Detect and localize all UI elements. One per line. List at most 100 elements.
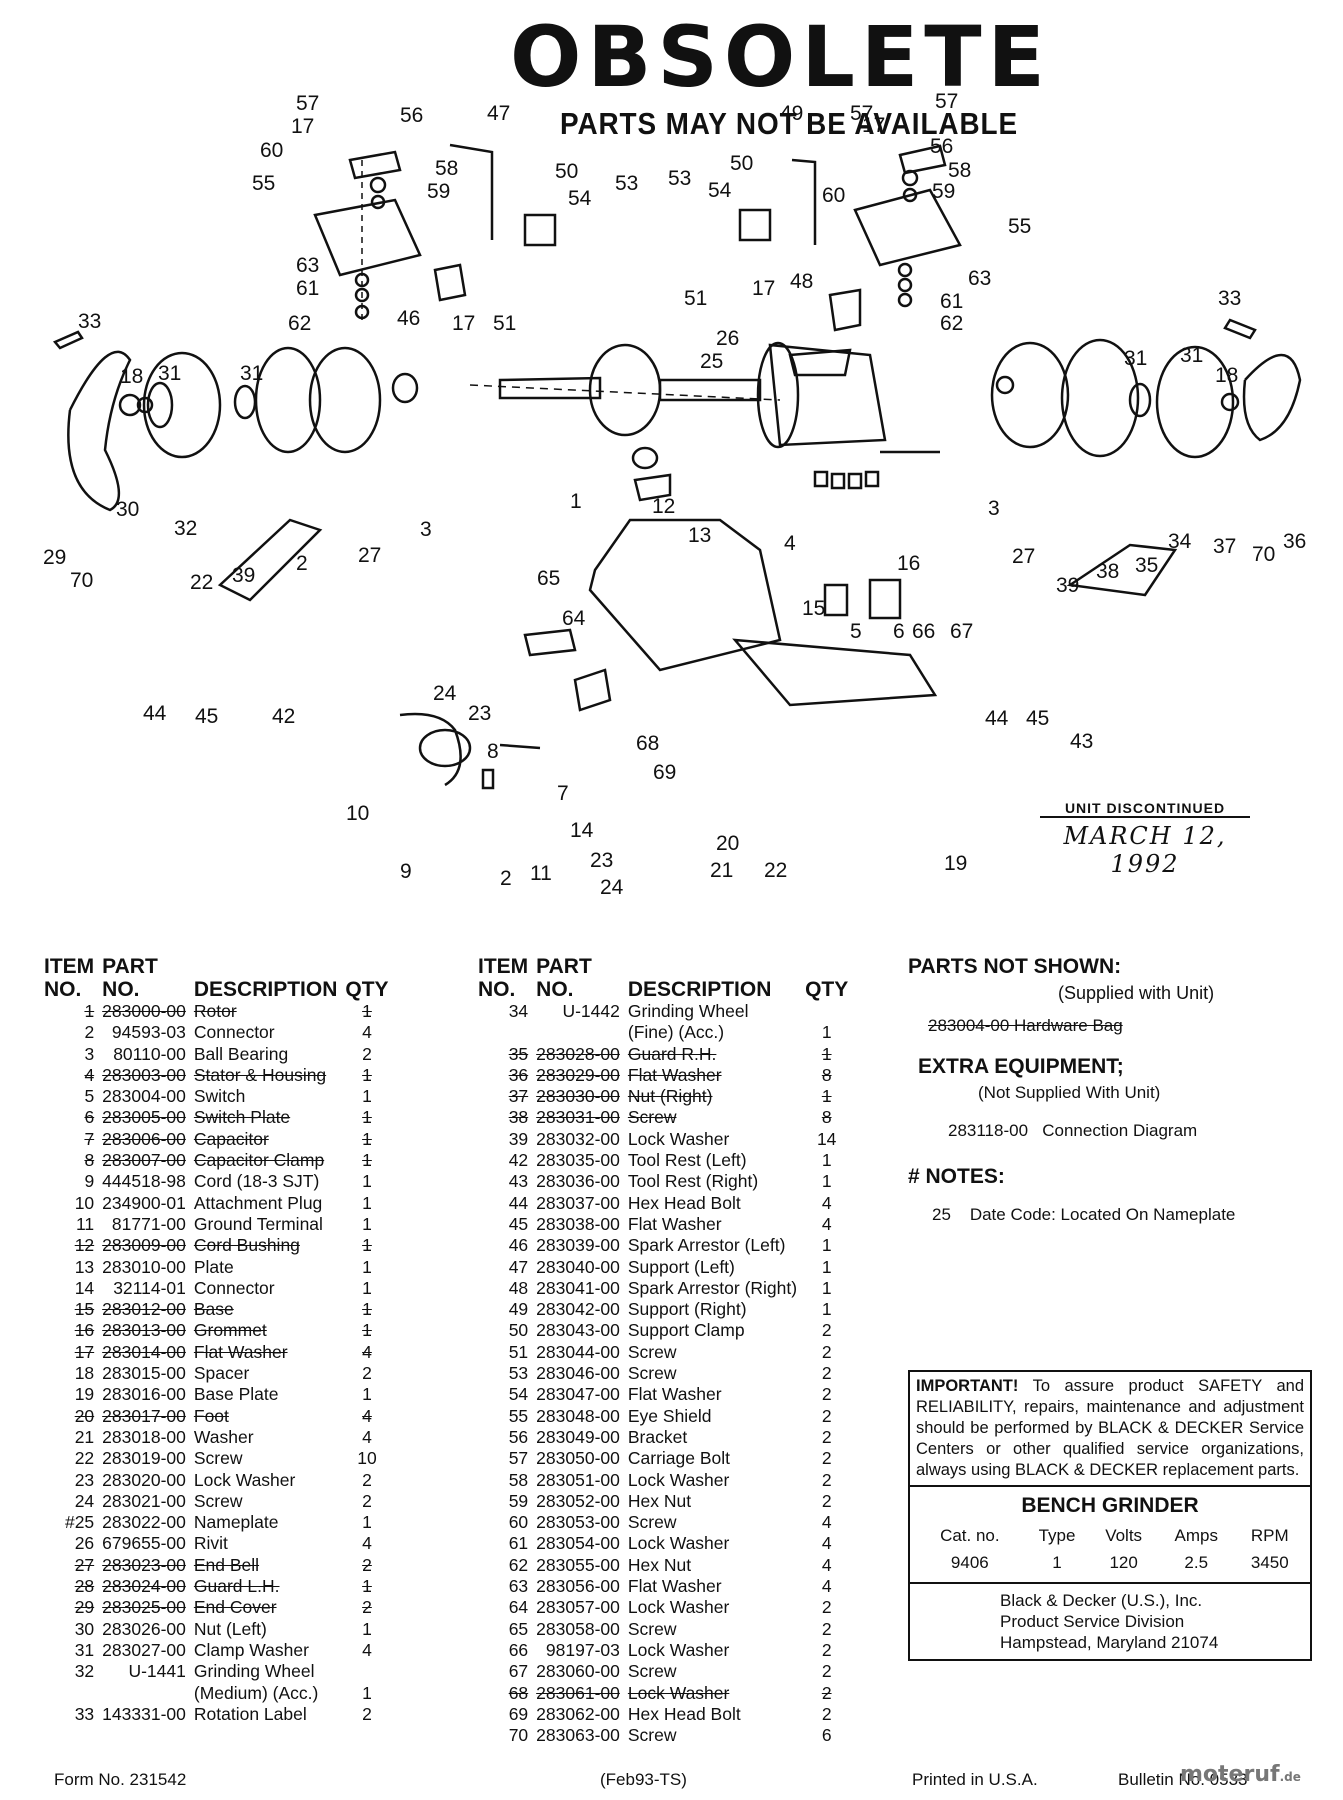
callout-label: 60 [260, 139, 283, 162]
item-number: 34 [508, 1001, 529, 1021]
callout-label: 39 [1056, 574, 1079, 597]
part-description: End Cover [193, 1597, 277, 1618]
part-number: 283024-00 [102, 1576, 186, 1597]
part-description: Hex Head Bolt [627, 1703, 741, 1724]
part-description: Plate [193, 1256, 234, 1277]
callout-label: 45 [195, 705, 218, 728]
part-number [532, 1022, 624, 1043]
part-description: Support Clamp [627, 1320, 745, 1341]
part-number: 283035-00 [536, 1150, 620, 1171]
part-header: PART [536, 955, 592, 978]
bracket-right [898, 144, 947, 175]
part-number: 234900-01 [102, 1192, 186, 1213]
part-qty: 10 [357, 1448, 377, 1469]
support-right [791, 158, 817, 245]
parts-not-shown-title: PARTS NOT SHOWN: [908, 955, 1122, 978]
part-number: 283026-00 [102, 1618, 186, 1639]
part-qty: 4 [821, 1533, 832, 1554]
watermark-text: moteruf [1180, 1762, 1280, 1787]
callout-label: 68 [636, 732, 659, 755]
callout-label: 17 [291, 115, 314, 138]
item-number: #25 [64, 1512, 95, 1533]
note-number: 25 [932, 1205, 951, 1224]
part-number: 283038-00 [536, 1213, 620, 1234]
callout-label: 46 [397, 307, 420, 330]
part-number: U-1442 [562, 1001, 620, 1021]
part-number: 283007-00 [102, 1150, 186, 1171]
important-lead: IMPORTANT! [916, 1377, 1019, 1395]
part-qty: 2 [362, 1043, 372, 1064]
callout-label: 44 [985, 707, 1009, 730]
stator-housing [768, 343, 887, 447]
part-description: Guard R.H. [627, 1043, 717, 1064]
item-number: 11 [76, 1213, 95, 1234]
part-qty: 4 [821, 1512, 832, 1533]
spec-table: Cat. no. Type Volts Amps RPM 9406 1 120 … [916, 1522, 1304, 1576]
guard-left [254, 346, 322, 454]
callout-label: 25 [700, 350, 723, 373]
part-description: Hex Nut [627, 1490, 692, 1511]
extra-equipment-item: 283118-00 Connection Diagram [948, 1121, 1328, 1141]
spec-header: Amps [1174, 1526, 1218, 1545]
part-qty: 1 [821, 1150, 832, 1171]
part-no-header: NO. [536, 978, 574, 1001]
callout-label: 27 [1012, 545, 1035, 568]
part-qty: 2 [362, 1554, 372, 1575]
item-number: 2 [84, 1022, 95, 1043]
part-number: 679655-00 [102, 1533, 186, 1554]
item-number: 62 [508, 1554, 529, 1575]
callout-label: 38 [1096, 560, 1119, 583]
part-number: 283051-00 [536, 1469, 620, 1490]
bulletin-number: Bulletin No. 0533 [1118, 1770, 1248, 1789]
part-qty: 2 [821, 1320, 832, 1341]
part-qty: 1 [362, 1107, 372, 1128]
item-number: 5 [84, 1086, 95, 1107]
callout-label: 58 [948, 159, 971, 182]
part-number: 143331-00 [102, 1703, 186, 1724]
callout-label: 59 [427, 180, 450, 203]
part-qty: 2 [362, 1363, 372, 1384]
description-header: DESCRIPTION [627, 978, 772, 1001]
callout-label: 51 [684, 287, 707, 310]
part-description: Tool Rest (Left) [627, 1150, 747, 1171]
part-description: Flat Washer [627, 1576, 722, 1597]
part-qty: 4 [362, 1405, 372, 1426]
part-qty: 1 [362, 1064, 372, 1085]
printed-in: Printed in U.S.A. [912, 1770, 1038, 1789]
bracket-left [348, 150, 402, 180]
part-description: Flat Washer [627, 1064, 722, 1085]
callout-label: 14 [570, 819, 594, 842]
part-description: Lock Washer [193, 1469, 296, 1490]
part-description: Lock Washer [627, 1682, 730, 1703]
part-qty: 2 [821, 1426, 832, 1447]
part-qty: 2 [821, 1448, 832, 1469]
spec-value: 120 [1109, 1553, 1138, 1572]
grinding-wheel-left [142, 351, 222, 459]
cord [399, 712, 462, 787]
support-clamp-right [738, 208, 772, 242]
callout-label: 31 [240, 362, 263, 385]
exploded-parts-diagram: 57 17 56 60 58 59 55 63 61 62 47 50 54 5… [43, 90, 1306, 899]
part-description: Hex Head Bolt [627, 1192, 741, 1213]
callout-label: 9 [400, 860, 412, 883]
part-description: Screw [627, 1107, 677, 1128]
callout-label: 53 [668, 167, 691, 190]
callout-label: 39 [232, 564, 255, 587]
note-item: 25 Date Code: Located On Nameplate [932, 1205, 1328, 1225]
part-description: Base [193, 1299, 234, 1320]
part-qty: 2 [821, 1469, 832, 1490]
callout-label: 42 [272, 705, 295, 728]
availability-subtitle: PARTS MAY NOT BE AVAILABLE [560, 106, 1018, 141]
item-number: 55 [508, 1405, 529, 1426]
part-number: 283004-00 [102, 1086, 186, 1107]
rotation-label-left [52, 330, 84, 350]
callout-label: 2 [296, 552, 308, 575]
